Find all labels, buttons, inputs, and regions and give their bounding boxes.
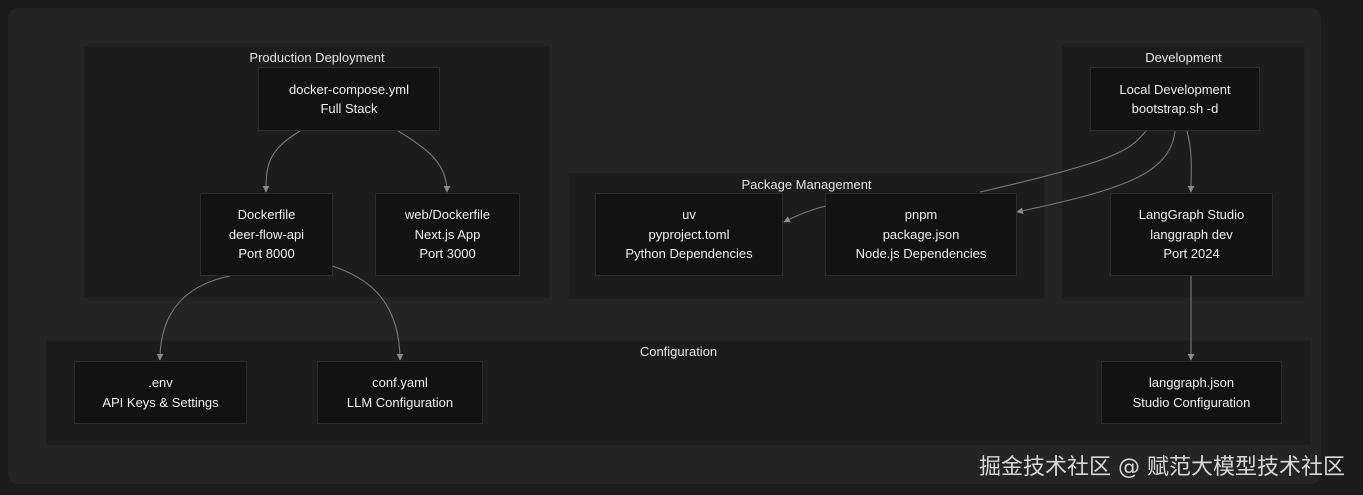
node-line: docker-compose.yml [289,81,409,97]
node-line: LangGraph Studio [1138,207,1245,223]
node-dockerfile[interactable]: Dockerfile deer-flow-api Port 8000 [200,193,333,276]
node-line: Node.js Dependencies [855,246,987,262]
node-pnpm[interactable]: pnpm package.json Node.js Dependencies [825,193,1017,276]
node-langgraph-studio[interactable]: LangGraph Studio langgraph dev Port 2024 [1110,193,1273,276]
node-line: uv [682,207,696,223]
node-line: langgraph.json [1148,375,1235,390]
node-line: Local Development [1119,81,1231,97]
node-line: pnpm [904,207,938,223]
node-line: conf.yaml [372,375,428,390]
watermark: 掘金技术社区 @ 赋范大模型技术社区 [979,455,1345,480]
node-env[interactable]: .env API Keys & Settings [74,361,247,424]
node-docker-compose[interactable]: docker-compose.yml Full Stack [258,67,440,131]
group-title: Production Deployment [249,50,385,65]
node-line: API Keys & Settings [102,394,219,410]
node-line: Next.js App [414,226,481,242]
node-line: Port 8000 [238,246,295,262]
group-title: Package Management [741,177,872,192]
node-line: Dockerfile [237,207,296,223]
node-line: Studio Configuration [1132,394,1251,410]
node-line: Full Stack [320,101,378,116]
node-line: Python Dependencies [625,246,753,262]
node-web-dockerfile[interactable]: web/Dockerfile Next.js App Port 3000 [375,193,520,276]
node-line: langgraph dev [1150,226,1233,242]
node-line: package.json [882,226,960,242]
node-line: Port 2024 [1163,246,1220,262]
node-conf-yaml[interactable]: conf.yaml LLM Configuration [317,361,483,424]
group-title: Configuration [639,344,718,359]
node-local-development[interactable]: Local Development bootstrap.sh -d [1090,67,1260,131]
node-line: .env [148,375,173,390]
node-line: deer-flow-api [228,226,305,242]
node-line: web/Dockerfile [404,207,491,223]
node-langgraph-json[interactable]: langgraph.json Studio Configuration [1101,361,1282,424]
node-line: Port 3000 [419,246,476,262]
node-line: bootstrap.sh -d [1131,101,1219,116]
group-title: Development [1145,50,1222,65]
node-line: pyproject.toml [648,226,730,242]
group-configuration: Configuration [46,340,1311,445]
node-line: LLM Configuration [346,394,454,410]
node-uv[interactable]: uv pyproject.toml Python Dependencies [595,193,783,276]
